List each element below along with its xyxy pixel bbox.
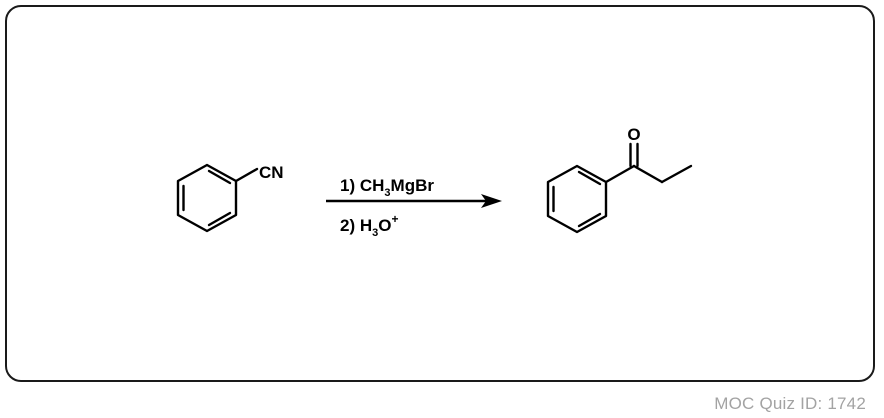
quiz-id-label: MOC Quiz ID: 1742: [714, 394, 866, 413]
reaction-frame: [5, 5, 875, 382]
